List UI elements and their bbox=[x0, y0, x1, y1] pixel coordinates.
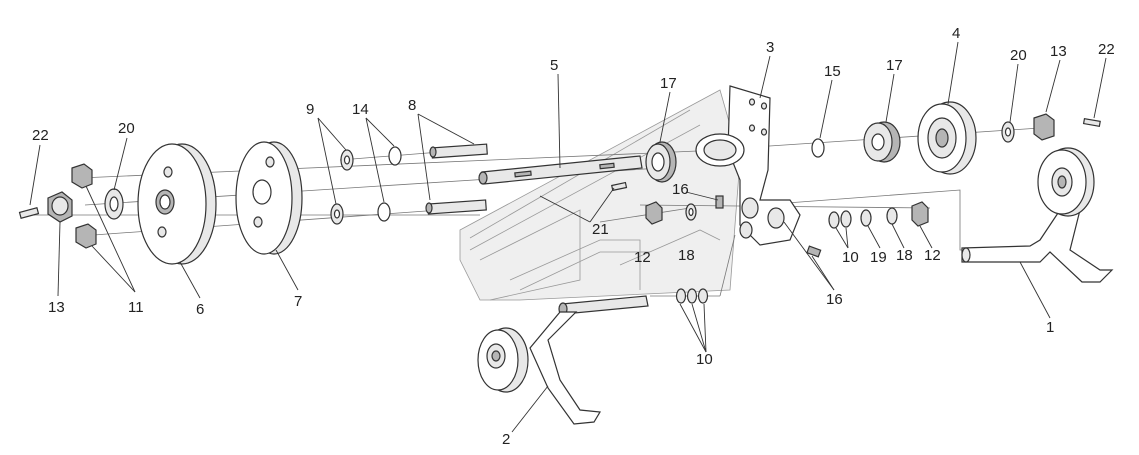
callout-20-right: 20 bbox=[1010, 47, 1027, 64]
callout-14: 14 bbox=[352, 101, 369, 118]
set-screw-16-bottom bbox=[806, 245, 822, 258]
callout-10-right: 10 bbox=[842, 249, 859, 266]
washer-20-right bbox=[1001, 121, 1015, 143]
circlip-14-lower bbox=[377, 202, 391, 222]
leader-lines bbox=[29, 41, 1107, 433]
washer-18-right bbox=[886, 207, 898, 225]
callout-labels: 22 20 13 11 6 7 9 14 8 5 17 21 16 12 18 … bbox=[32, 25, 1115, 448]
pulley-6 bbox=[137, 143, 217, 265]
nut-13-left bbox=[47, 191, 73, 223]
washer-18-left bbox=[685, 203, 697, 221]
callout-15: 15 bbox=[824, 63, 841, 80]
tensioner-arm-2 bbox=[477, 295, 649, 425]
callout-19: 19 bbox=[870, 249, 887, 266]
callout-1: 1 bbox=[1046, 319, 1054, 336]
bearing-17-left bbox=[645, 141, 677, 183]
pin-right bbox=[1082, 117, 1101, 128]
washer-10-bottom-b bbox=[686, 288, 698, 304]
set-screw-16-top bbox=[715, 195, 724, 209]
bracket-housing-3 bbox=[695, 85, 801, 246]
pulley-4 bbox=[917, 101, 977, 175]
shaft-pin-8-upper bbox=[429, 143, 488, 159]
tensioner-arm-1 bbox=[961, 147, 1114, 283]
washer-20-left bbox=[104, 188, 124, 220]
nut-13-right bbox=[1033, 113, 1055, 141]
callout-16-top: 16 bbox=[672, 181, 689, 198]
callout-4: 4 bbox=[952, 25, 960, 42]
callout-3: 3 bbox=[766, 39, 774, 56]
pin-left bbox=[18, 207, 40, 219]
callout-12-left: 12 bbox=[634, 249, 651, 266]
washer-10-right-b bbox=[840, 210, 852, 228]
nut-12-left bbox=[645, 201, 663, 225]
callout-17-right: 17 bbox=[886, 57, 903, 74]
callout-18-left: 18 bbox=[678, 247, 695, 264]
shaft-pin-8-lower bbox=[425, 199, 487, 215]
callout-2: 2 bbox=[502, 431, 510, 448]
callout-13-left: 13 bbox=[48, 299, 65, 316]
main-shaft-5 bbox=[478, 155, 643, 185]
callout-16-bottom: 16 bbox=[826, 291, 843, 308]
callout-9: 9 bbox=[306, 101, 314, 118]
callout-8: 8 bbox=[408, 97, 416, 114]
key-21 bbox=[611, 181, 628, 192]
background-machine-outline bbox=[459, 89, 741, 301]
washer-19 bbox=[860, 209, 872, 227]
nut-12-right bbox=[911, 201, 929, 227]
callout-11: 11 bbox=[128, 299, 144, 316]
callout-17-left: 17 bbox=[660, 75, 677, 92]
washer-10-bottom-a bbox=[675, 288, 687, 304]
washer-9-upper bbox=[340, 149, 354, 171]
circlip-14-upper bbox=[388, 146, 402, 166]
callout-20-left: 20 bbox=[118, 120, 135, 137]
callout-7: 7 bbox=[294, 293, 302, 310]
callout-22-right: 22 bbox=[1098, 41, 1115, 58]
callout-12-right: 12 bbox=[924, 247, 941, 264]
callout-22-left: 22 bbox=[32, 127, 49, 144]
callout-5: 5 bbox=[550, 57, 558, 74]
callout-21: 21 bbox=[592, 221, 609, 238]
bearing-17-right bbox=[863, 121, 901, 163]
washer-10-right-a bbox=[828, 211, 840, 229]
pulley-7 bbox=[235, 141, 303, 255]
circlip-15 bbox=[811, 138, 825, 158]
washer-9-lower bbox=[330, 203, 344, 225]
callout-10-bottom: 10 bbox=[696, 351, 713, 368]
callout-18-right: 18 bbox=[896, 247, 913, 264]
nut-11-lower bbox=[75, 223, 97, 249]
callout-13-right: 13 bbox=[1050, 43, 1067, 60]
nut-11-upper bbox=[71, 163, 93, 189]
callout-6: 6 bbox=[196, 301, 204, 318]
washer-10-bottom-c bbox=[697, 288, 709, 304]
